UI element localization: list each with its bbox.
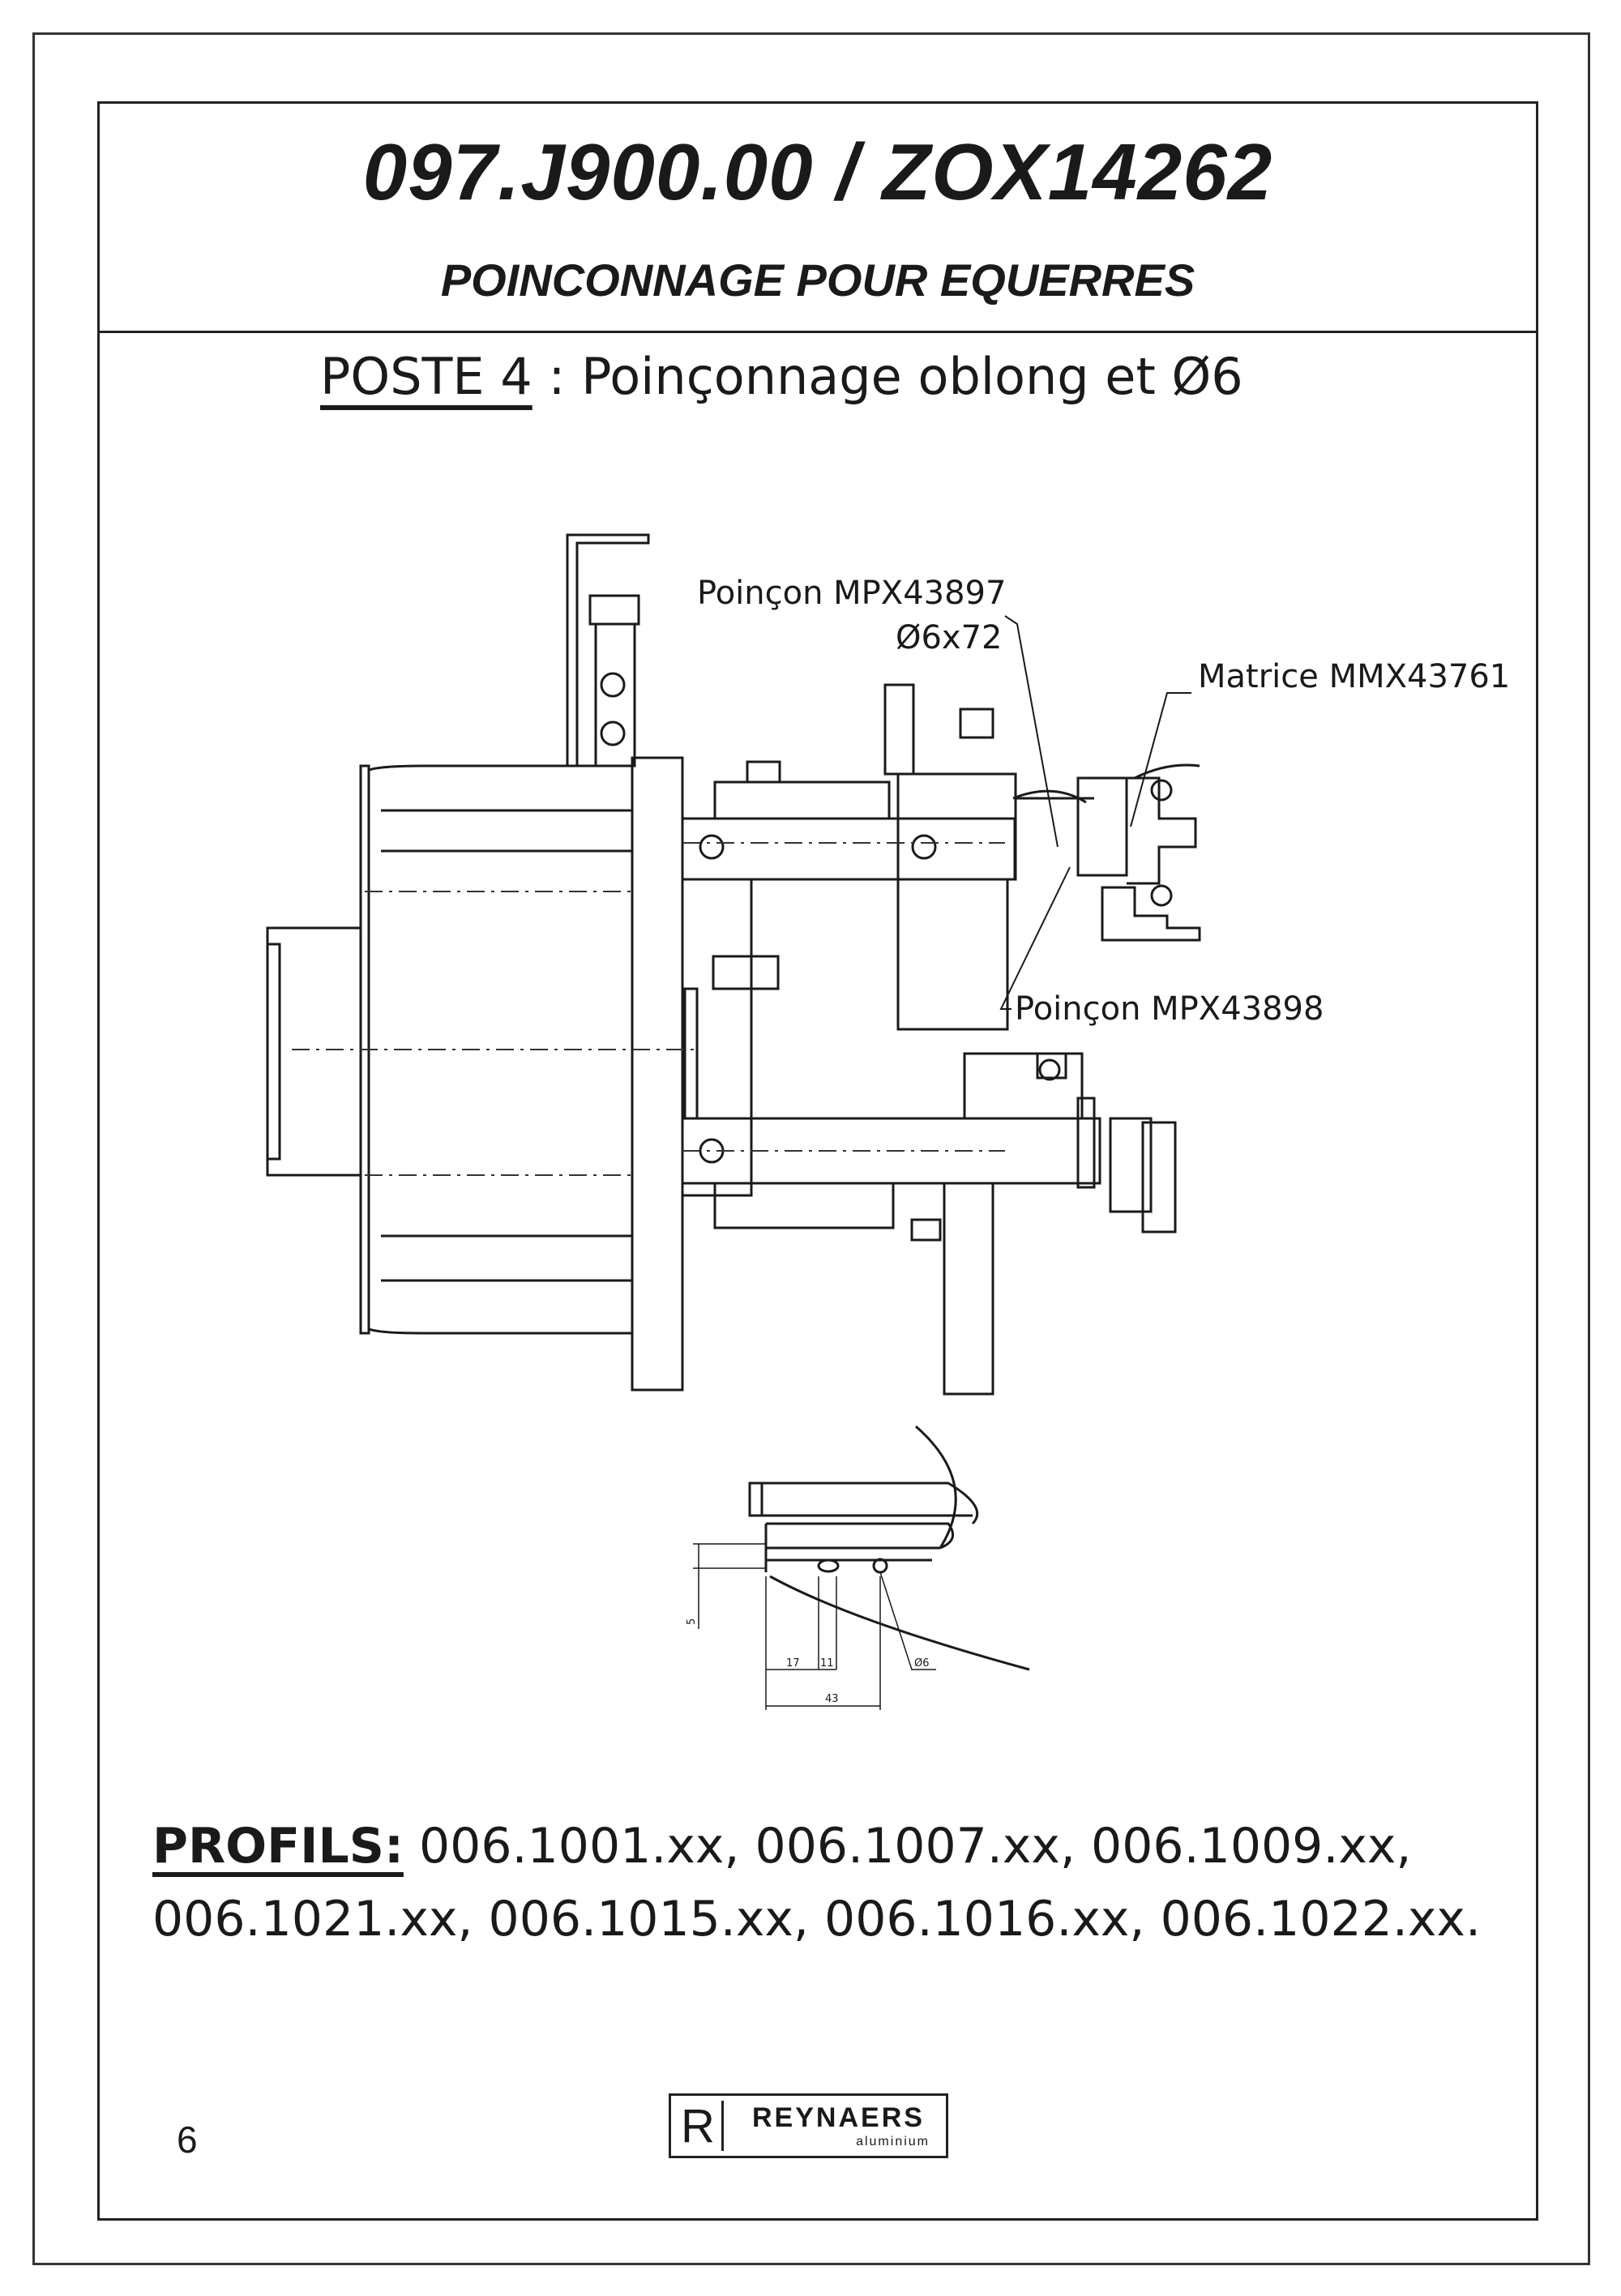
profiles-line-2: 006.1021.xx, 006.1015.xx, 006.1016.xx, 0… xyxy=(152,1891,1482,1948)
punch-2-leader xyxy=(999,866,1071,1010)
screw xyxy=(911,834,937,860)
punch-2-label: Poinçon MPX43898 xyxy=(1015,990,1324,1028)
dim-vertical: 5 xyxy=(686,1618,698,1625)
logo-subtitle: aluminium xyxy=(856,2135,930,2148)
dim-17: 17 xyxy=(786,1657,800,1670)
station-separator: : xyxy=(532,347,582,406)
screw xyxy=(1150,884,1173,907)
motor-end-cap xyxy=(266,926,362,1177)
screw xyxy=(600,720,626,746)
logo-letter: R xyxy=(681,2100,715,2153)
logo-name: REYNAERS xyxy=(752,2102,925,2133)
die-label: Matrice MMX43761 xyxy=(1198,658,1510,695)
punch-body xyxy=(896,878,1009,1031)
reynaers-logo: R REYNAERS aluminium xyxy=(669,2093,948,2158)
station-heading: POSTE 4 : Poinçonnage oblong et Ø6 xyxy=(320,347,1243,406)
profiles-block: PROFILS: 006.1001.xx, 006.1007.xx, 006.1… xyxy=(152,1810,1481,1956)
die-leader xyxy=(1130,692,1191,827)
drawing-frame: 097.J900.00 / ZOX14262 POINCONNAGE POUR … xyxy=(97,101,1538,2221)
die-block xyxy=(1076,776,1128,877)
upper-guard xyxy=(566,533,650,766)
punch-1-label: Poinçon MPX43897 xyxy=(697,575,1006,612)
dim-hole: Ø6 xyxy=(914,1657,930,1670)
profile-section xyxy=(1101,886,1201,942)
screw xyxy=(1150,779,1173,802)
station-label: POSTE 4 xyxy=(320,347,532,406)
dim-43: 43 xyxy=(825,1693,839,1705)
profiles-label: PROFILS: xyxy=(152,1818,404,1875)
lower-clamp xyxy=(963,1052,1084,1120)
dim-11: 11 xyxy=(820,1657,834,1670)
punch-1-leader xyxy=(1004,615,1059,848)
page-outer-border xyxy=(32,32,1590,2265)
screw xyxy=(1038,1058,1061,1081)
detail-view xyxy=(748,1425,1030,1671)
title-separator xyxy=(100,331,1536,333)
logo-divider xyxy=(721,2101,724,2151)
station-description: Poinçonnage oblong et Ø6 xyxy=(581,347,1243,406)
detail-dimensions xyxy=(693,1543,936,1710)
document-title: 097.J900.00 / ZOX14262 xyxy=(362,127,1273,216)
upper-arm xyxy=(681,817,1016,881)
screw xyxy=(600,672,626,698)
profiles-line-1: 006.1001.xx, 006.1007.xx, 006.1009.xx, xyxy=(403,1818,1412,1875)
document-subtitle: POINCONNAGE POUR EQUERRES xyxy=(440,254,1195,306)
lower-column xyxy=(943,1182,994,1396)
screw xyxy=(699,834,725,860)
page-number: 6 xyxy=(177,2119,198,2161)
punch-head xyxy=(896,772,1017,881)
flange-plate xyxy=(631,756,684,1392)
oblong-hole xyxy=(817,1558,840,1573)
middle-plate xyxy=(681,878,753,1197)
punch-1-size: Ø6x72 xyxy=(896,619,1003,656)
